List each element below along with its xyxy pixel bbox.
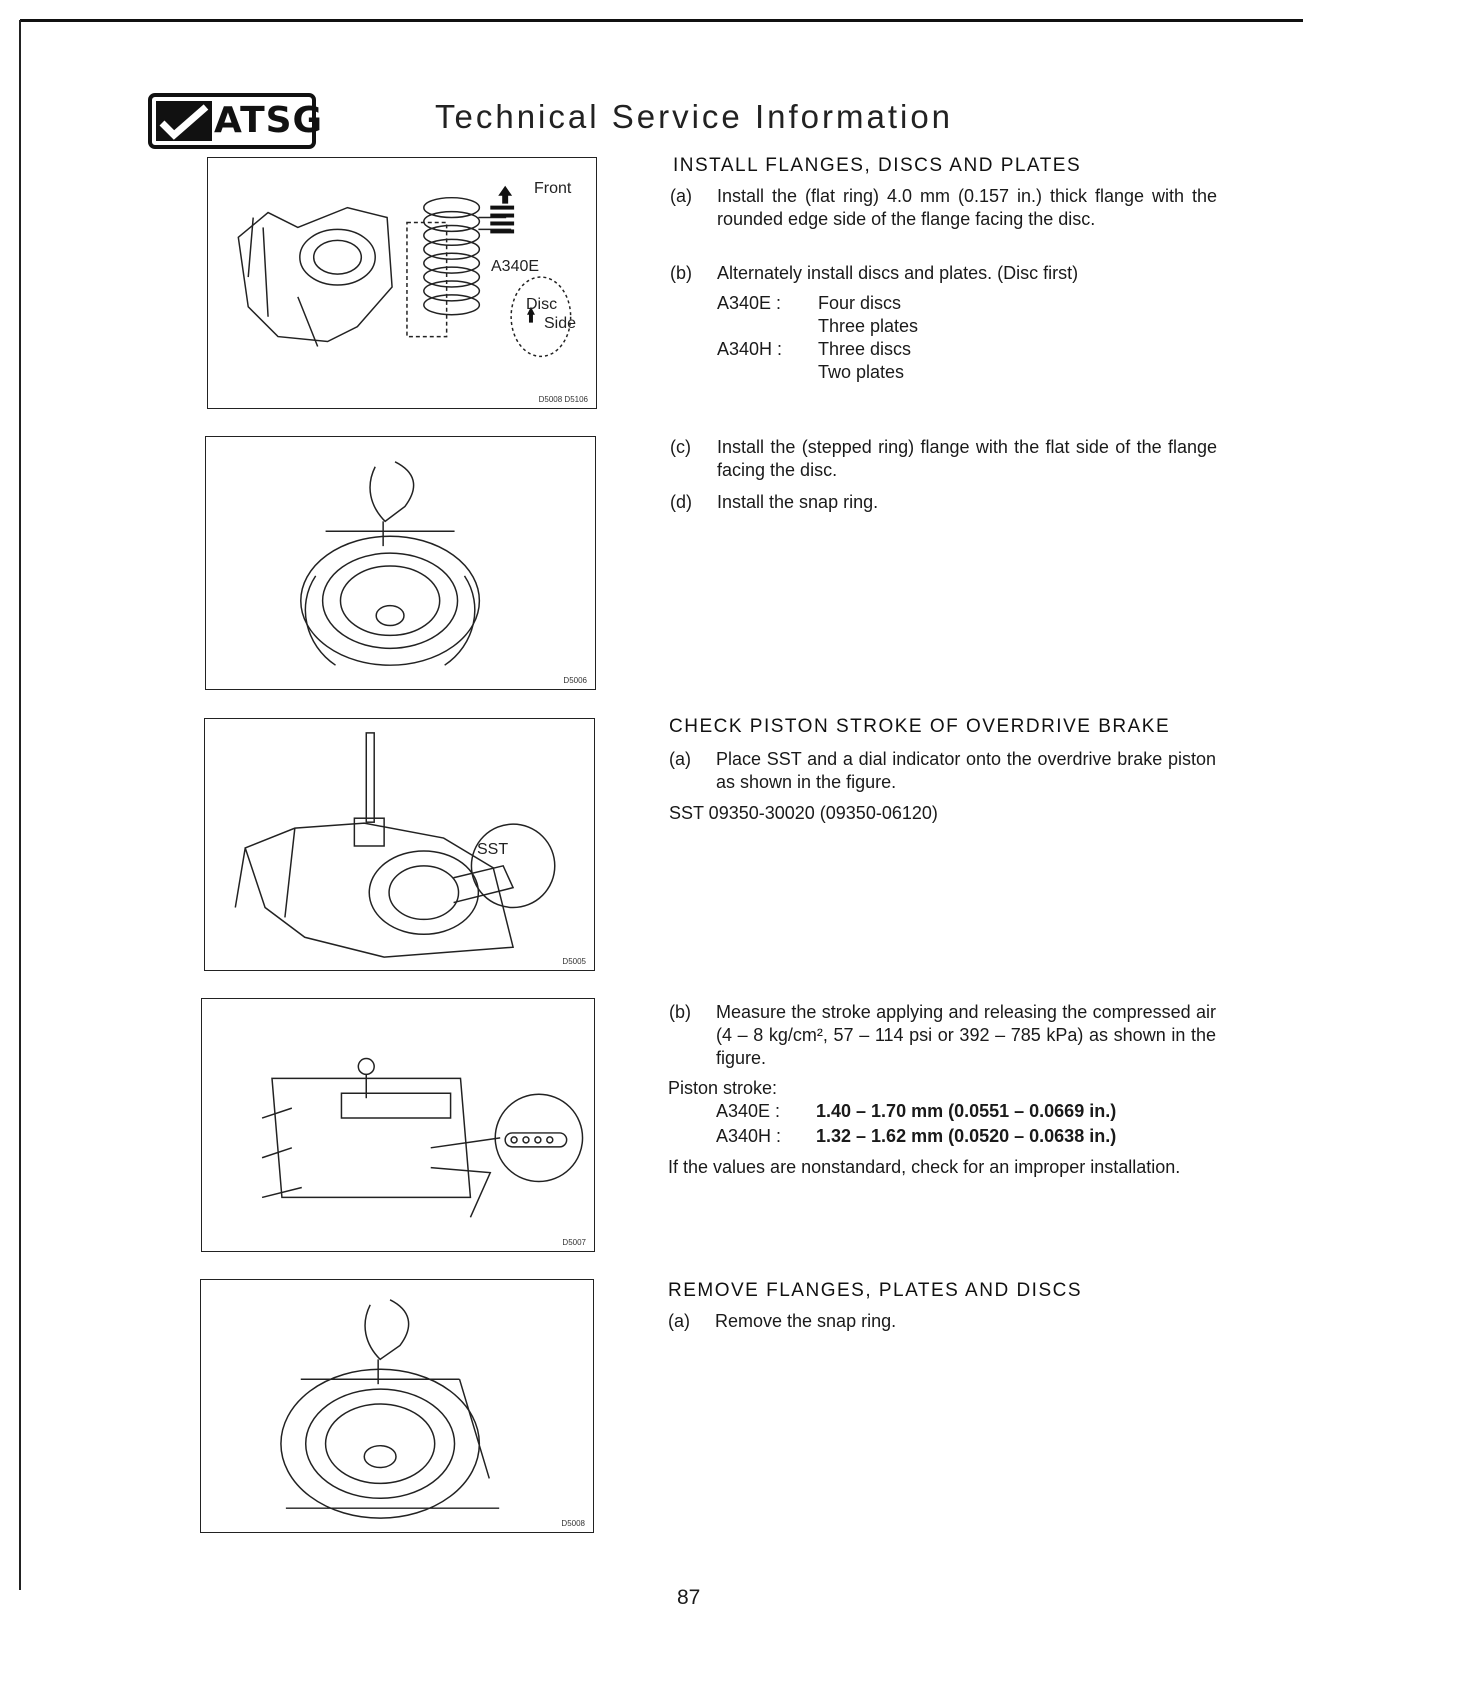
figure-code: D5007 — [562, 1238, 586, 1247]
step-text: Remove the snap ring. — [715, 1311, 897, 1331]
stroke-value: 1.40 – 1.70 mm (0.0551 – 0.0669 in.) — [816, 1101, 1117, 1121]
figure-snap-ring-install: D5006 — [205, 436, 596, 690]
step-text: Alternately install discs and plates. (D… — [717, 263, 1079, 283]
checkmark-icon — [156, 101, 212, 141]
figure-code: D5008 D5106 — [538, 395, 588, 404]
snap-ring-removal-illustration — [280, 1299, 500, 1519]
disc-callout: Disc — [526, 296, 558, 313]
remove-heading: REMOVE FLANGES, PLATES AND DISCS — [668, 1280, 1083, 1301]
transmission-disc-illustration — [237, 185, 572, 358]
figure-compressed-air: D5007 — [201, 998, 595, 1252]
air-nozzle-illustration — [261, 1057, 584, 1218]
model-line: Four discs — [818, 293, 902, 313]
model-callout: A340E — [491, 258, 540, 275]
figure-code: D5005 — [562, 957, 586, 966]
step-text: Install the (flat ring) 4.0 mm (0.157 in… — [717, 186, 1217, 229]
front-callout: Front — [534, 180, 572, 197]
step-label: (a) — [669, 749, 691, 769]
stroke-label: Piston stroke: — [668, 1078, 778, 1098]
step-text: Place SST and a dial indicator onto the … — [716, 749, 1216, 792]
step-text: Install the (stepped ring) flange with t… — [717, 437, 1217, 480]
stroke-value: 1.32 – 1.62 mm (0.0520 – 0.0638 in.) — [816, 1126, 1117, 1146]
dial-indicator-illustration — [234, 732, 556, 958]
stroke-model: A340H : — [716, 1126, 782, 1146]
stroke-model: A340E : — [716, 1101, 781, 1121]
step-label: (b) — [670, 263, 692, 283]
atsg-logo: ATSG — [148, 93, 322, 149]
left-rule — [19, 20, 21, 1590]
figure-piston-stroke-setup: SST D5005 — [204, 718, 595, 971]
model-line: Three plates — [818, 316, 919, 336]
model-line: Two plates — [818, 362, 905, 382]
step-label: (d) — [670, 492, 692, 512]
check-heading: CHECK PISTON STROKE OF OVERDRIVE BRAKE — [669, 716, 1171, 737]
note-text: If the values are nonstandard, check for… — [668, 1157, 1181, 1177]
figure-snap-ring-remove: D5008 — [200, 1279, 594, 1533]
figure-code: D5008 — [561, 1519, 585, 1528]
sst-number: SST 09350-30020 (09350-06120) — [669, 803, 938, 823]
model-line: Three discs — [818, 339, 912, 359]
install-heading: INSTALL FLANGES, DISCS AND PLATES — [673, 155, 1082, 176]
top-rule — [20, 19, 1303, 22]
step-label: (b) — [669, 1002, 691, 1022]
snap-ring-illustration — [300, 461, 481, 666]
step-label: (a) — [670, 186, 692, 206]
page-number: 87 — [677, 1586, 701, 1609]
side-callout: Side — [544, 315, 577, 332]
step-text: Measure the stroke applying and releasin… — [716, 1002, 1216, 1068]
sst-callout: SST — [477, 841, 509, 858]
logo-text: ATSG — [214, 100, 324, 141]
page-title: Technical Service Information — [435, 98, 954, 135]
figure-flanges-discs: Front A340E Disc Side D5008 D5106 — [207, 157, 597, 409]
model-label: A340E : — [717, 293, 782, 313]
model-label: A340H : — [717, 339, 783, 359]
step-text: Install the snap ring. — [717, 492, 879, 512]
figure-code: D5006 — [563, 676, 587, 685]
step-label: (c) — [670, 437, 691, 457]
step-label: (a) — [668, 1311, 690, 1331]
